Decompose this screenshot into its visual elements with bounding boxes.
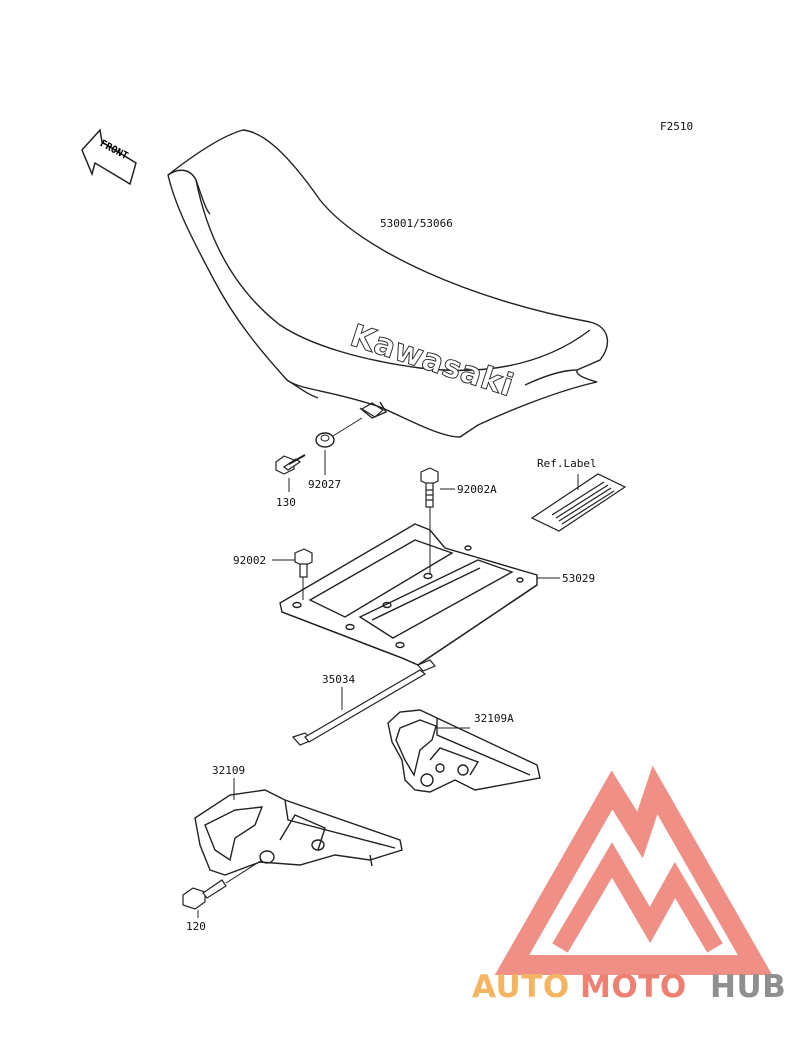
bolt-92002-icon (294, 548, 313, 578)
label-92002: 92002 (233, 554, 266, 567)
bolt-120-icon (182, 879, 227, 910)
figure-id: F2510 (660, 120, 693, 133)
bolt-92002a-icon (420, 467, 439, 508)
logo-word-auto: AUTO (472, 969, 570, 1005)
strap (291, 659, 436, 746)
seat-tab (360, 402, 384, 418)
label-130: 130 (276, 496, 296, 509)
logo-word-hub: HUB (710, 969, 786, 1005)
logo-word-moto: MOTO (580, 969, 687, 1005)
bracket-a (387, 709, 541, 793)
front-arrow-icon: FRONT (81, 128, 137, 186)
label-120: 120 (186, 920, 206, 933)
label-seat: 53001/53066 (380, 217, 453, 230)
bracket (194, 789, 403, 876)
seat-plate (279, 523, 538, 666)
label-92027: 92027 (308, 478, 341, 491)
ref-label-sticker (530, 473, 627, 532)
bolt-130-icon (275, 454, 306, 475)
label-32109: 32109 (212, 764, 245, 777)
label-32109a: 32109A (474, 712, 514, 725)
seat-brand: Kawasaki (346, 318, 518, 405)
label-92002a: 92002A (457, 483, 497, 496)
label-53029: 53029 (562, 572, 595, 585)
label-ref-label: Ref.Label (537, 457, 597, 470)
label-35034: 35034 (322, 673, 355, 686)
seat: Kawasaki (167, 129, 609, 438)
automotohub-logo: AUTO MOTO HUB (472, 765, 786, 1005)
collar-icon (315, 417, 363, 448)
